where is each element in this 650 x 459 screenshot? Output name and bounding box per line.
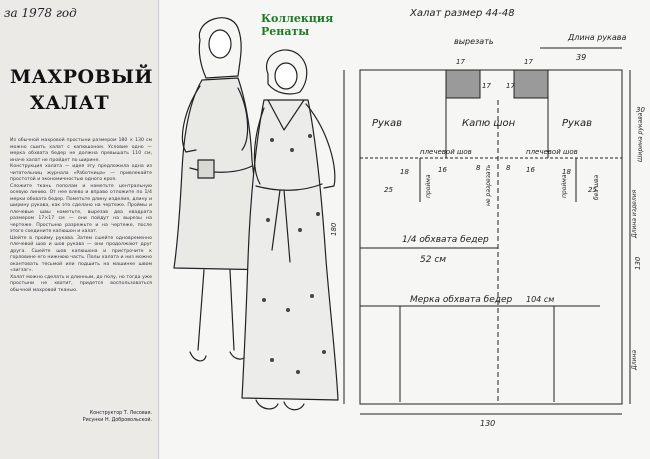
width-value: 130 — [480, 419, 495, 428]
hip-measure-label: Мерка обхвата бедер — [410, 295, 512, 305]
shoulder-seam-left: плечевой шов — [420, 148, 472, 156]
article-column: за 1978 год МАХРОВЫЙ ХАЛАТ Из обычной ма… — [0, 0, 159, 459]
sleeve-right-label: Рукав — [562, 118, 592, 129]
hip-quarter-value: 52 см — [420, 255, 446, 265]
shoulder-seam-right: плечевой шов — [526, 148, 578, 156]
cut-value-right: 17 — [524, 58, 533, 66]
length-bottom-label: Длина — [631, 350, 638, 371]
right-figure-robe — [241, 99, 339, 401]
product-length-value: 130 — [634, 256, 642, 270]
pattern-title: Халат размер 44-48 — [409, 8, 515, 19]
issue-date: за 1978 год — [4, 6, 77, 20]
left-figure-shoe-left — [189, 351, 207, 362]
armhole-left-label: пройма — [425, 174, 432, 198]
hip-measure-value: 104 см — [526, 295, 554, 304]
dim-25-a: 25 — [384, 186, 393, 194]
hip-quarter-label: 1/4 обхвата бедер — [402, 235, 489, 245]
article-credits: Конструктор Т. Лесовая. Рисунки Н. Добро… — [12, 410, 152, 424]
sleeve-left-label: Рукав — [372, 118, 402, 129]
right-figure-shoes — [255, 399, 305, 411]
collection-caption-line1: Коллекция — [261, 12, 334, 25]
credits-illustrator: Рисунки Н. Добровольской. — [82, 418, 152, 423]
left-figure-left-arm — [181, 85, 201, 153]
hood-label: Капю шон — [462, 118, 516, 129]
left-figure-pocket — [197, 159, 215, 179]
right-figure-face — [274, 62, 298, 90]
left-figure-leg — [197, 269, 235, 351]
right-figure-right-arm — [305, 103, 336, 189]
article-title-line1: МАХРОВЫЙ — [10, 66, 153, 88]
robe-illustration — [173, 17, 339, 411]
product-length-label: Длина изделия — [631, 189, 638, 239]
left-figure-right-arm — [237, 87, 249, 151]
right-figure-belt — [255, 183, 323, 263]
right-figure-left-arm — [253, 107, 265, 185]
credits-designer: Конструктор Т. Лесовая. — [89, 411, 152, 416]
sleeve-width-value: 30 — [636, 106, 645, 114]
collection-caption: Коллекция Ренаты — [261, 12, 333, 38]
cutout-left — [445, 69, 481, 99]
sleeve-length-value: 39 — [576, 53, 586, 62]
collection-caption-line2: Ренаты — [261, 25, 310, 38]
dim-18-b: 18 — [562, 168, 571, 176]
sleeve-width-label: Ширина рукава — [637, 112, 644, 162]
cutout-right — [513, 69, 549, 99]
right-figure-hair — [265, 49, 308, 95]
right-figure-collar — [267, 99, 305, 131]
square-right-value: 17 — [506, 82, 515, 90]
dim-16-b: 16 — [526, 166, 535, 174]
armhole-center-label: не разрезать — [485, 164, 492, 206]
dim-25-b: 25 — [588, 186, 597, 194]
armhole-right2-label: без шва — [593, 174, 600, 200]
dim-18-a: 18 — [400, 168, 409, 176]
left-figure-hood — [198, 17, 242, 79]
dim-8-a: 8 — [476, 164, 481, 172]
robe-floral-print — [262, 134, 326, 374]
armhole-right-label: пройма — [561, 174, 568, 198]
cutout-label: вырезать — [454, 37, 494, 46]
square-left-value: 17 — [482, 82, 491, 90]
cut-value-left: 17 — [456, 58, 465, 66]
article-body: Из обычной махровой простыни размером 18… — [10, 138, 152, 293]
left-figure-belt — [189, 165, 253, 173]
left-height-value: 180 — [330, 222, 338, 236]
dim-16: 16 — [438, 166, 447, 174]
sewing-pattern: Халат размер 44-48 — [330, 8, 645, 428]
dim-8-b: 8 — [506, 164, 511, 172]
pattern-outline — [359, 69, 623, 405]
article-title-line2: ХАЛАТ — [30, 92, 110, 114]
left-figure-face — [208, 29, 232, 59]
sleeve-length-label: Длина рукава — [567, 33, 627, 42]
